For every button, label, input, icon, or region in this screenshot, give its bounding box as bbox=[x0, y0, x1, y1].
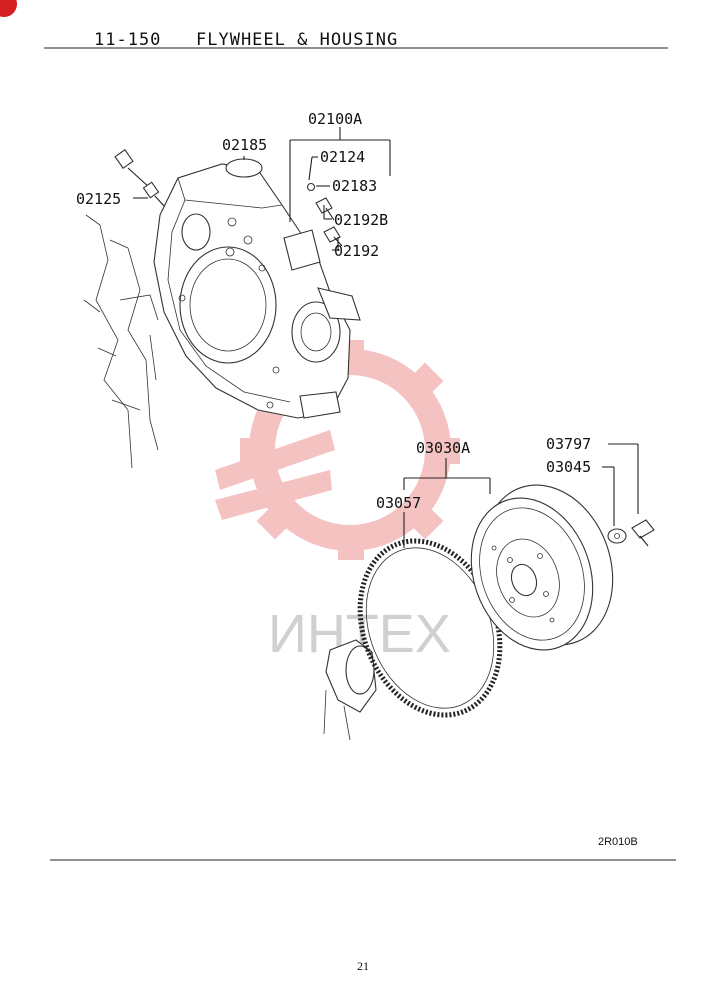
label-03797: 03797 bbox=[546, 435, 591, 453]
section-number: 11-150 bbox=[94, 30, 161, 50]
page-title: FLYWHEEL & HOUSING bbox=[196, 30, 398, 50]
label-02185: 02185 bbox=[222, 136, 267, 154]
label-03030A: 03030A bbox=[416, 439, 470, 457]
sensor-02125-drawing bbox=[114, 149, 165, 207]
engine-block-drawing bbox=[83, 214, 159, 469]
label-02192B: 02192B bbox=[334, 211, 388, 229]
label-03045: 03045 bbox=[546, 458, 591, 476]
leader-lines-housing bbox=[133, 127, 391, 251]
label-02192: 02192 bbox=[334, 242, 379, 260]
label-02124: 02124 bbox=[320, 148, 365, 166]
label-02125: 02125 bbox=[76, 190, 121, 208]
flywheel-drawing bbox=[470, 484, 614, 651]
leader-lines-flywheel bbox=[403, 443, 639, 548]
label-03057: 03057 bbox=[376, 494, 421, 512]
plug-02185-drawing bbox=[225, 158, 263, 178]
flywheel-housing-drawing bbox=[153, 158, 361, 419]
corner-badge-icon bbox=[0, 0, 17, 17]
label-02100A: 02100A bbox=[308, 110, 362, 128]
diagram-code: 2R010B bbox=[598, 836, 638, 848]
label-02183: 02183 bbox=[332, 177, 377, 195]
watermark-gear-icon bbox=[215, 340, 460, 560]
page-number: 21 bbox=[357, 959, 369, 973]
crankshaft-drawing bbox=[323, 639, 377, 741]
bolt-drawings bbox=[306, 182, 343, 247]
flywheel-bolt-drawing bbox=[607, 519, 655, 547]
